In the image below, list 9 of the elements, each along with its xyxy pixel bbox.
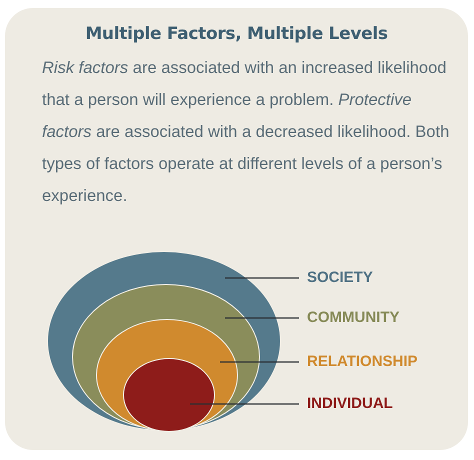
leader-line xyxy=(220,361,299,363)
level-label: SOCIETY xyxy=(307,269,373,287)
level-label: INDIVIDUAL xyxy=(307,395,393,413)
heading: Multiple Factors, Multiple Levels xyxy=(84,24,389,44)
description-paragraph: Risk factors are associated with an increased likelihood that a person will experience a problem. Protective factors are associated with a decreased likelihood. Both types of factors operate at different levels of a person’s experience. xyxy=(42,58,450,207)
level-label: RELATIONSHIP xyxy=(307,353,418,371)
leader-line xyxy=(225,277,299,279)
leader-line xyxy=(225,317,299,319)
level-label: COMMUNITY xyxy=(307,309,400,327)
